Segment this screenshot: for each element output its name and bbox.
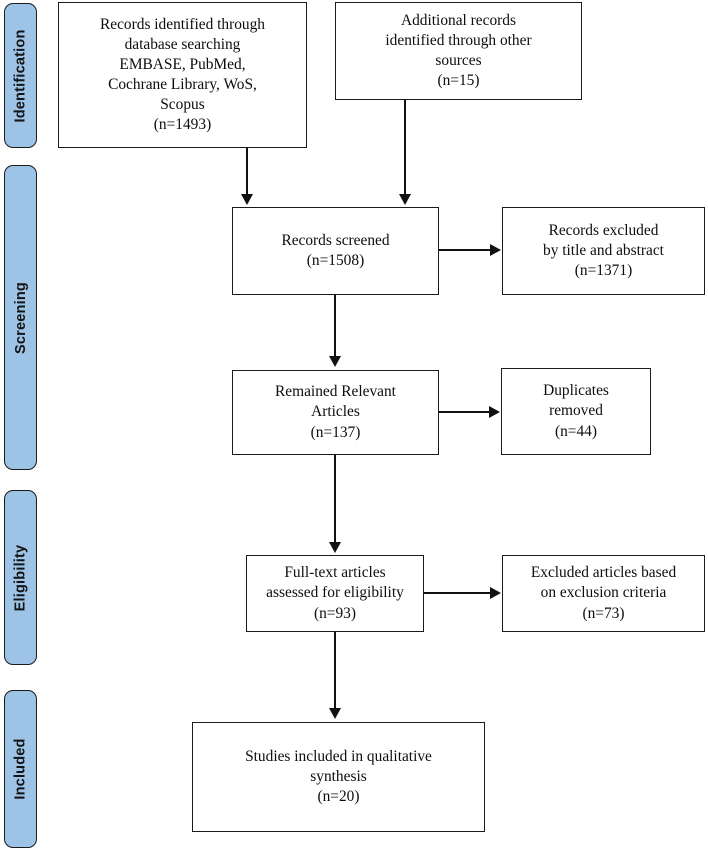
connector-screened-to-relevant [334, 295, 337, 358]
connector-fulltext-to-excluded [424, 592, 491, 595]
stage-pill-identification: Identification [4, 3, 37, 148]
stage-pill-screening-label: Screening [12, 281, 29, 354]
connector-screened-to-excluded [439, 249, 491, 252]
box-remained-relevant: Remained Relevant Articles (n=137) [232, 370, 439, 455]
stage-pill-eligibility-label: Eligibility [12, 544, 29, 611]
connector-relevant-to-duplicates [439, 411, 490, 414]
box-remained-relevant-text: Remained Relevant Articles (n=137) [275, 383, 396, 441]
box-other-records: Additional records identified through ot… [335, 2, 582, 100]
stage-pill-included-label: Included [12, 738, 29, 800]
box-database-records-text: Records identified through database sear… [100, 15, 265, 134]
stage-pill-screening: Screening [4, 165, 37, 470]
box-fulltext-assessed: Full-text articles assessed for eligibil… [246, 555, 424, 632]
box-other-records-text: Additional records identified through ot… [385, 11, 532, 90]
arrowhead-relevant-to-fulltext [329, 542, 341, 553]
box-duplicates-removed: Duplicates removed (n=44) [501, 368, 651, 455]
stage-pill-identification-label: Identification [12, 28, 29, 123]
arrowhead-fulltext-to-excluded [490, 587, 501, 599]
connector-relevant-to-fulltext [334, 455, 337, 544]
box-duplicates-removed-text: Duplicates removed (n=44) [543, 382, 609, 440]
box-articles-excluded: Excluded articles based on exclusion cri… [502, 555, 705, 632]
arrowhead-other-to-screened [399, 194, 411, 205]
arrowhead-relevant-to-duplicates [489, 406, 500, 418]
box-studies-included: Studies included in qualitative synthesi… [192, 722, 485, 832]
box-database-records: Records identified through database sear… [58, 2, 307, 148]
arrowhead-screened-to-excluded [490, 244, 501, 256]
box-records-screened: Records screened (n=1508) [232, 207, 439, 295]
box-fulltext-assessed-text: Full-text articles assessed for eligibil… [266, 564, 404, 622]
connector-database-to-screened [246, 148, 249, 196]
box-records-excluded-text: Records excluded by title and abstract (… [543, 221, 664, 279]
box-articles-excluded-text: Excluded articles based on exclusion cri… [530, 564, 677, 622]
box-studies-included-text: Studies included in qualitative synthesi… [245, 747, 432, 805]
box-records-screened-text: Records screened (n=1508) [281, 231, 390, 269]
connector-other-to-screened [404, 100, 407, 196]
arrowhead-fulltext-to-included [329, 708, 341, 719]
stage-pill-eligibility: Eligibility [4, 490, 37, 665]
stage-pill-included: Included [4, 690, 37, 848]
box-records-excluded: Records excluded by title and abstract (… [502, 207, 705, 295]
arrowhead-screened-to-relevant [329, 356, 341, 367]
connector-fulltext-to-included [334, 632, 337, 710]
arrowhead-database-to-screened [241, 194, 253, 205]
